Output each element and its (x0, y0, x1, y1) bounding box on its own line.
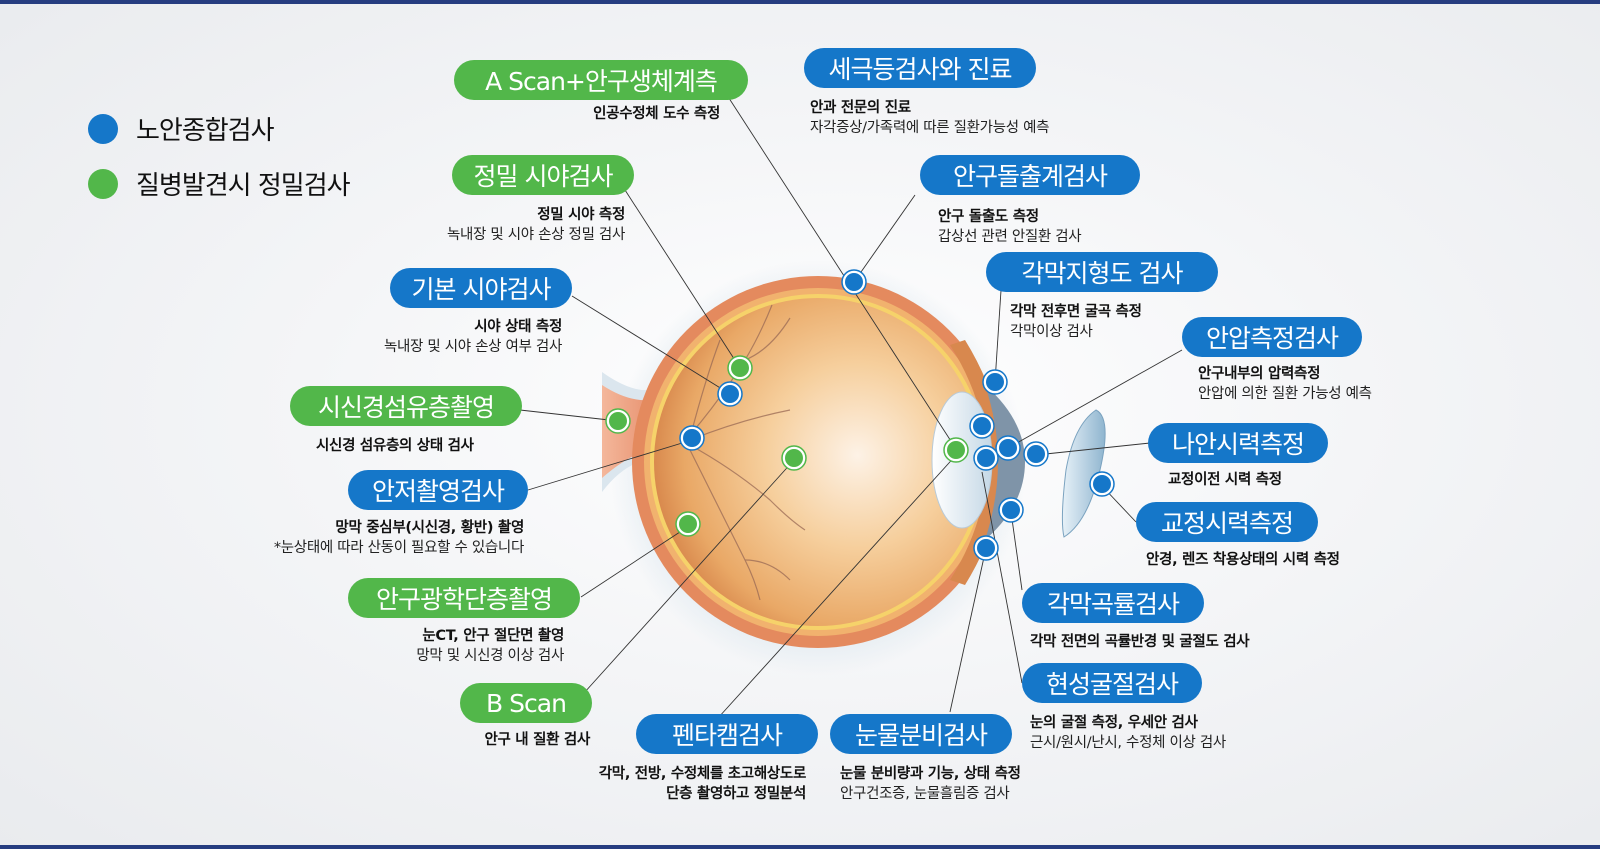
exam-keratometry-desc: 각막 전면의 곡률반경 및 굴절도 검사 (1030, 634, 1250, 650)
legend-item-precise: 질병발견시 정밀검사 (88, 165, 351, 202)
exam-refraction-desc: 눈의 굴절 측정, 우세안 검사 근시/원시/난시, 수정체 이상 검사 (1030, 715, 1226, 751)
exam-iop-desc: 안구내부의 압력측정 안압에 의한 질환 가능성 예측 (1198, 366, 1372, 402)
contact-lens (1061, 409, 1106, 538)
exam-corrected-acuity-desc: 안경, 렌즈 착용상태의 시력 측정 (1146, 552, 1340, 568)
marker-b-scan (781, 445, 807, 471)
exam-rnfl-button[interactable]: 시신경섬유층촬영 (290, 386, 522, 426)
exam-pentacam-desc: 각막, 전방, 수정체를 초고해상도로 단층 촬영하고 정밀분석 (598, 766, 807, 802)
exam-oct-desc: 눈CT, 안구 절단면 촬영 망막 및 시신경 이상 검사 (416, 628, 564, 664)
exam-basic-visual-field-desc: 시야 상태 측정 녹내장 및 시야 손상 여부 검사 (383, 319, 562, 355)
marker-keratometry (998, 497, 1024, 523)
exam-b-scan-desc: 안구 내 질환 검사 (484, 732, 590, 748)
exam-slit-lamp-button[interactable]: 세극등검사와 진료 (804, 48, 1036, 88)
exam-corneal-topography-desc: 각막 전후면 굴곡 측정 각막이상 검사 (1010, 304, 1142, 340)
marker-oct (675, 511, 701, 537)
marker-basic-visual-field (717, 381, 743, 407)
top-border (0, 0, 1600, 4)
connector-lines (519, 91, 1183, 719)
exam-oct-button[interactable]: 안구광학단층촬영 (348, 578, 580, 618)
exam-fundus-desc: 망막 중심부(시신경, 황반) 촬영 *눈상태에 따라 산동이 필요할 수 있습… (273, 520, 524, 556)
exam-corrected-acuity-button[interactable]: 교정시력측정 (1136, 502, 1318, 542)
marker-slit-lamp (841, 269, 867, 295)
exam-rnfl-desc: 시신경 섬유층의 상태 검사 (316, 438, 474, 454)
marker-iop (995, 435, 1021, 461)
exam-refraction-button[interactable]: 현성굴절검사 (1022, 663, 1202, 703)
exam-precise-visual-field-desc: 정밀 시야 측정 녹내장 및 시야 손상 정밀 검사 (446, 207, 625, 243)
exam-pentacam-button[interactable]: 펜타캠검사 (636, 714, 818, 754)
marker-tear (973, 535, 999, 561)
marker-a-scan (943, 437, 969, 463)
exam-fundus-button[interactable]: 안저촬영검사 (348, 470, 528, 510)
exam-precise-visual-field-button[interactable]: 정밀 시야검사 (452, 155, 634, 195)
exam-keratometry-button[interactable]: 각막곡률검사 (1022, 583, 1204, 623)
legend-item-comprehensive: 노안종합검사 (88, 110, 275, 147)
exam-exophthalmometry-desc: 안구 돌출도 측정 갑상선 관련 안질환 검사 (938, 209, 1082, 245)
marker-corneal-topography (982, 369, 1008, 395)
marker-pentacam (969, 413, 995, 439)
marker-refraction (973, 445, 999, 471)
exam-a-scan-button[interactable]: A Scan+안구생체계측 (454, 60, 748, 100)
marker-fundus (679, 425, 705, 451)
exam-naked-acuity-button[interactable]: 나안시력측정 (1148, 423, 1328, 463)
markers (605, 269, 1115, 561)
exam-tear-desc: 눈물 분비량과 기능, 상태 측정 안구건조증, 눈물흘림증 검사 (840, 766, 1021, 802)
exam-iop-button[interactable]: 안압측정검사 (1182, 317, 1362, 357)
exam-naked-acuity-desc: 교정이전 시력 측정 (1168, 472, 1282, 488)
bottom-border (0, 845, 1600, 849)
legend-label: 질병발견시 정밀검사 (136, 171, 351, 201)
exam-b-scan-button[interactable]: B Scan (460, 683, 592, 723)
marker-precise-visual-field (727, 355, 753, 381)
marker-rnfl (605, 408, 631, 434)
exam-slit-lamp-desc: 안과 전문의 진료 자각증상/가족력에 따른 질환가능성 예측 (810, 100, 1050, 136)
marker-naked-acuity (1023, 441, 1049, 467)
exam-basic-visual-field-button[interactable]: 기본 시야검사 (390, 268, 572, 308)
blue-dot-icon (88, 113, 118, 144)
exam-corneal-topography-button[interactable]: 각막지형도 검사 (986, 252, 1218, 292)
exam-tear-button[interactable]: 눈물분비검사 (830, 714, 1012, 754)
marker-corrected-acuity (1089, 471, 1115, 497)
exam-exophthalmometry-button[interactable]: 안구돌출계검사 (920, 155, 1140, 195)
green-dot-icon (88, 168, 118, 199)
exam-a-scan-desc: 인공수정체 도수 측정 (593, 106, 720, 122)
legend-label: 노안종합검사 (136, 116, 275, 146)
